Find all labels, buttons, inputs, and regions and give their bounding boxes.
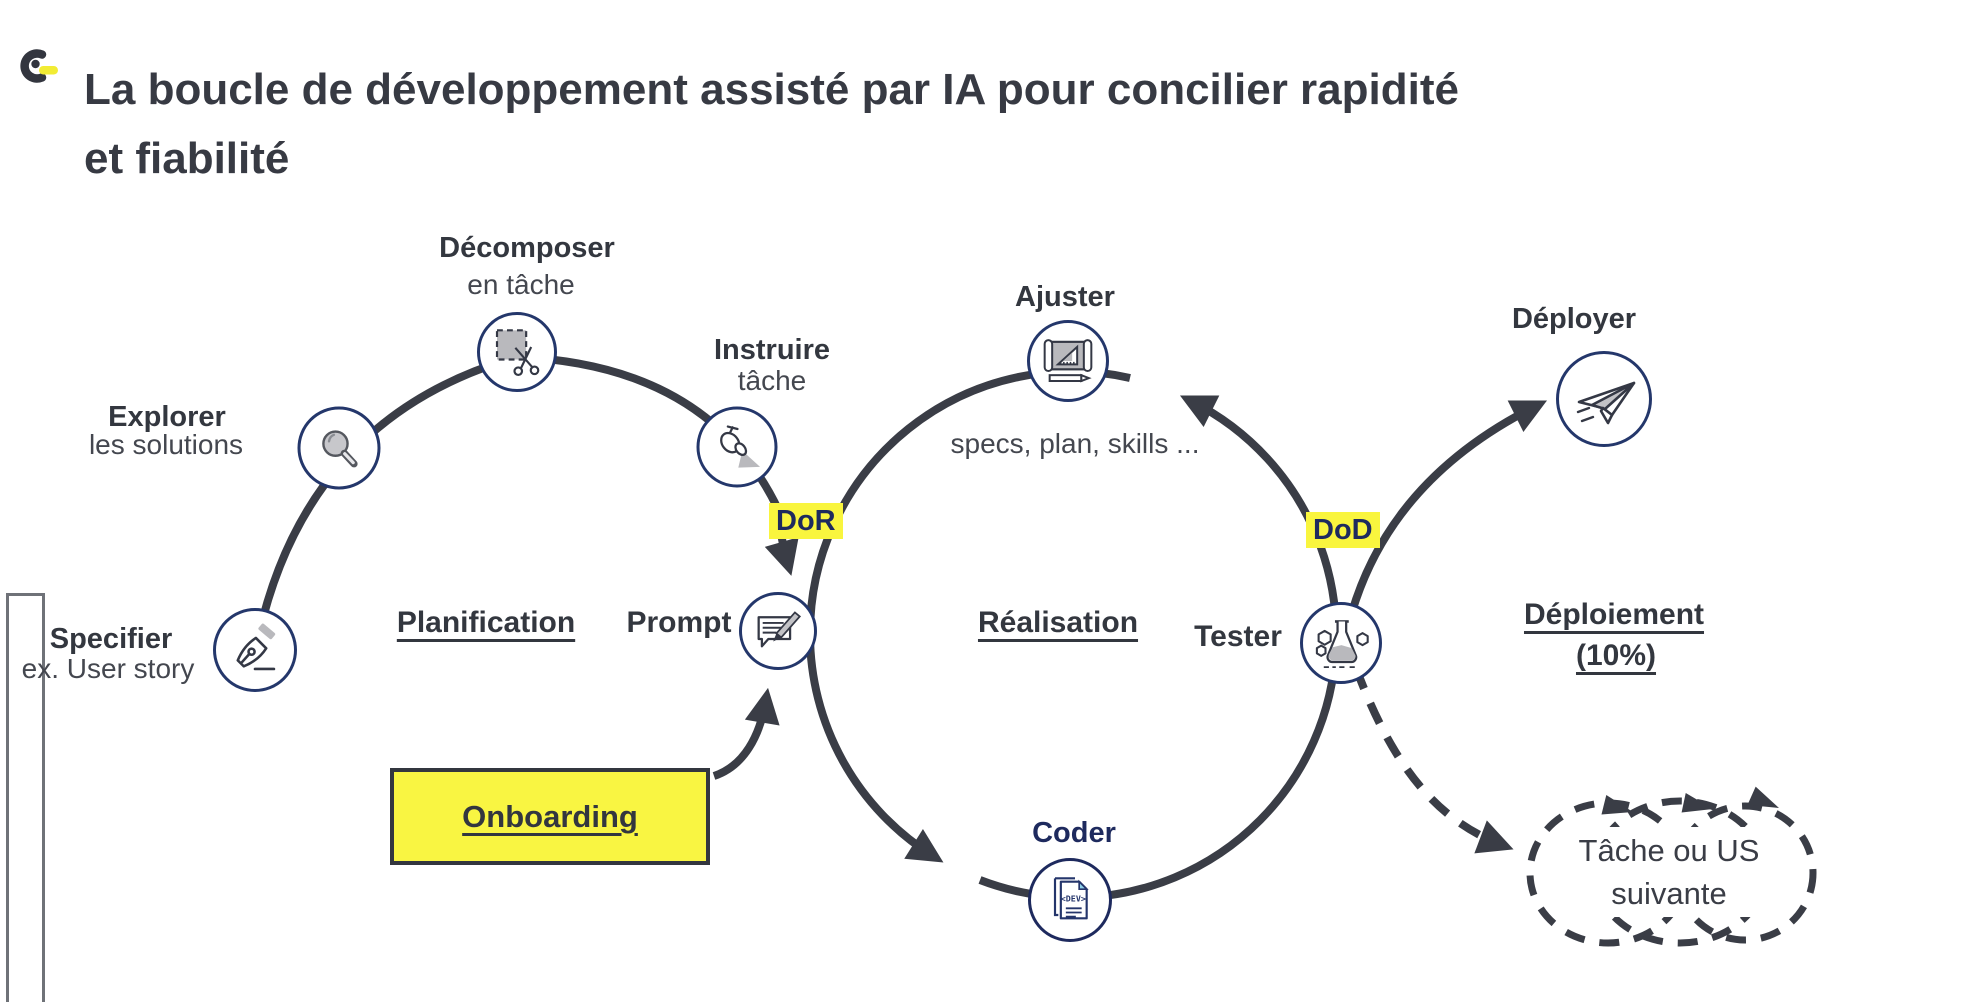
tester-node (1300, 602, 1382, 684)
instruire-node (696, 406, 778, 488)
planification-arc-down (516, 353, 790, 529)
onboarding-box: Onboarding (390, 768, 710, 865)
next-task-dashed-arrow (1352, 666, 1514, 854)
chat-pencil-icon (757, 611, 802, 648)
specifier-title: Specifier (49, 623, 173, 655)
deployer-node (1556, 351, 1652, 447)
phase-deploiement: Déploiement (1523, 598, 1705, 631)
phase-deploiement-sub: (10%) (1575, 639, 1657, 672)
page-title: La boucle de développement assisté par I… (84, 55, 1459, 193)
tester-title: Tester (1194, 620, 1282, 653)
decomposer-title: Décomposer (439, 232, 615, 264)
page-title-line1: La boucle de développement assisté par I… (84, 65, 1459, 114)
realisation-arc-top-left (805, 367, 1131, 635)
phase-realisation: Réalisation (977, 606, 1139, 639)
specifier-node (213, 608, 297, 692)
ajuster-note: specs, plan, skills ... (950, 428, 1200, 459)
next-task-line1: Tâche ou US (1578, 833, 1760, 868)
prompt-node (739, 592, 817, 670)
specifier-subtitle: ex. User story (21, 653, 195, 684)
left-edge-bar (6, 593, 45, 1002)
coder-node: <DEV> (1028, 858, 1112, 942)
page-title-line2: et fiabilité (84, 134, 290, 183)
cloud-arrowheads (1601, 786, 1779, 815)
ajuster-node (1027, 320, 1109, 402)
explorer-subtitle: les solutions (88, 429, 244, 460)
next-task-cloud-label: Tâche ou US suivante (1566, 827, 1772, 917)
phase-planification: Planification (396, 606, 576, 639)
dod-badge: DoD (1306, 512, 1380, 548)
deployer-title: Déployer (1511, 303, 1637, 335)
dev-icon-text: <DEV> (1061, 894, 1086, 904)
dor-badge: DoR (769, 503, 843, 539)
instruire-subtitle: tâche (737, 365, 807, 396)
projector-icon (719, 424, 760, 468)
prompt-label: Prompt (626, 606, 732, 639)
magnifier-icon (321, 429, 358, 467)
coder-title: Coder (1032, 817, 1116, 849)
paper-plane-icon (1576, 381, 1636, 425)
decomposer-node (477, 312, 557, 392)
dev-doc-icon: <DEV> (1053, 877, 1089, 920)
onboarding-arrow (712, 687, 780, 780)
blueprint-icon (1043, 339, 1093, 383)
scissors-cut-icon (495, 329, 540, 376)
deploiement-arc (1348, 400, 1548, 614)
explorer-node (297, 406, 381, 490)
company-logo-icon (20, 49, 58, 83)
realisation-arc-prompt-to-coder (806, 633, 944, 863)
onboarding-label: Onboarding (462, 798, 638, 834)
instruire-title: Instruire (713, 334, 831, 366)
decomposer-subtitle: en tâche (467, 269, 575, 300)
flask-icon (1315, 620, 1369, 668)
explorer-title: Explorer (108, 401, 226, 433)
ajuster-title: Ajuster (1015, 281, 1115, 313)
next-task-line2: suivante (1611, 876, 1727, 911)
pen-nib-icon (236, 623, 276, 671)
